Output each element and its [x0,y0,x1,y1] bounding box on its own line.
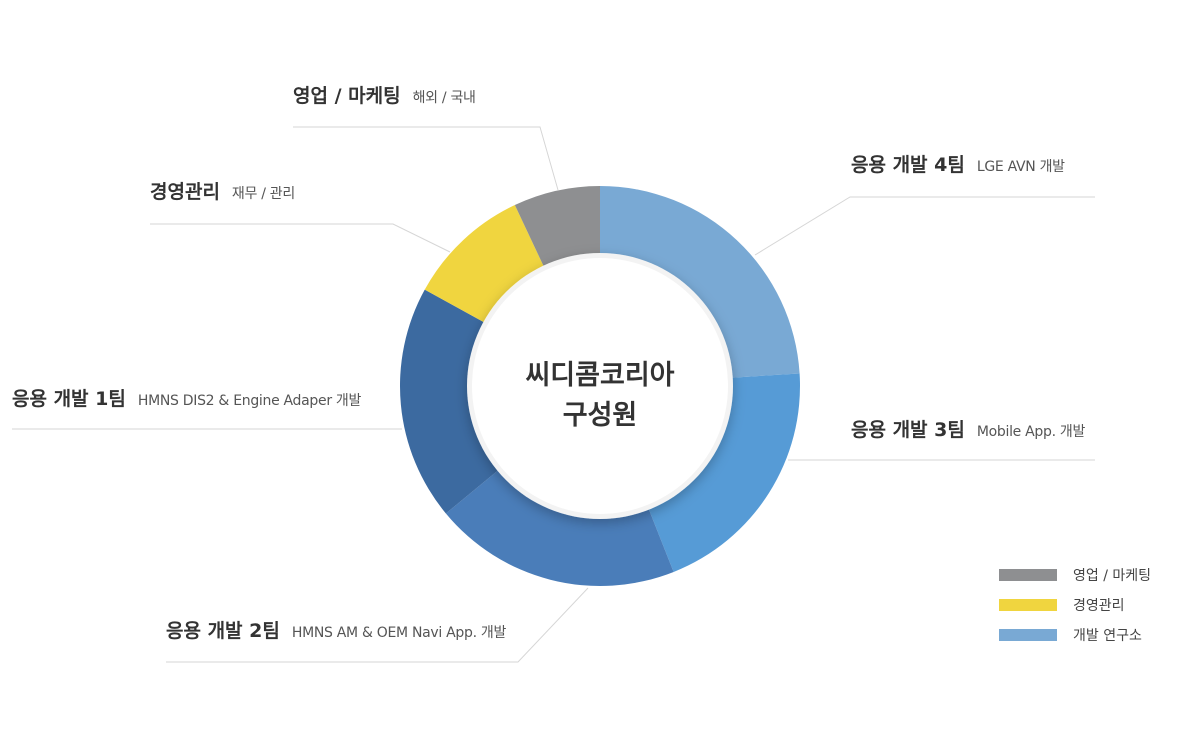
label-name: 응용 개발 1팀 [12,388,126,410]
label-dev-team-3: 응용 개발 3팀 Mobile App. 개발 [851,421,1085,440]
label-name: 경영관리 [150,181,220,203]
label-dev-team-1: 응용 개발 1팀 HMNS DIS2 & Engine Adaper 개발 [12,390,361,409]
legend-label: 개발 연구소 [1073,628,1142,644]
label-name: 응용 개발 2팀 [166,620,280,642]
label-sales-marketing: 영업 / 마케팅 해외 / 국내 [293,87,476,106]
legend-swatch [999,629,1057,641]
label-name: 응용 개발 4팀 [851,154,965,176]
label-desc: HMNS DIS2 & Engine Adaper 개발 [137,393,362,409]
label-name: 응용 개발 3팀 [851,419,965,441]
label-desc: Mobile App. 개발 [976,424,1086,440]
legend-item: 개발 연구소 [999,620,1151,650]
label-name: 영업 / 마케팅 [293,85,401,107]
legend: 영업 / 마케팅 경영관리 개발 연구소 [999,560,1151,650]
center-title-line-1: 씨디콤코리아 [525,360,675,391]
leader-dev-team-4 [754,196,1095,256]
label-desc: LGE AVN 개발 [976,159,1065,175]
center-title: 씨디콤코리아 구성원 [500,356,700,436]
center-title-line-2: 구성원 [562,400,638,431]
label-dev-team-4: 응용 개발 4팀 LGE AVN 개발 [851,156,1065,175]
label-desc: 재무 / 관리 [231,186,295,202]
label-management: 경영관리 재무 / 관리 [150,183,295,202]
legend-swatch [999,569,1057,581]
label-desc: 해외 / 국내 [412,90,476,106]
legend-item: 영업 / 마케팅 [999,560,1151,590]
segment-management [424,205,546,325]
segment-sales-marketing [514,186,600,271]
legend-label: 영업 / 마케팅 [1073,568,1152,584]
legend-item: 경영관리 [999,590,1151,620]
leader-dev-team-2 [166,587,589,663]
center-disc-inner [472,258,728,514]
segment-dev-team-3 [647,373,800,572]
label-dev-team-2: 응용 개발 2팀 HMNS AM & OEM Navi App. 개발 [166,622,506,641]
legend-label: 경영관리 [1073,598,1125,614]
segment-dev-team-4 [600,186,800,378]
segment-dev-team-2 [445,467,674,586]
leader-sales-marketing [293,126,559,191]
legend-swatch [999,599,1057,611]
label-desc: HMNS AM & OEM Navi App. 개발 [291,625,507,641]
leader-management [150,223,451,253]
